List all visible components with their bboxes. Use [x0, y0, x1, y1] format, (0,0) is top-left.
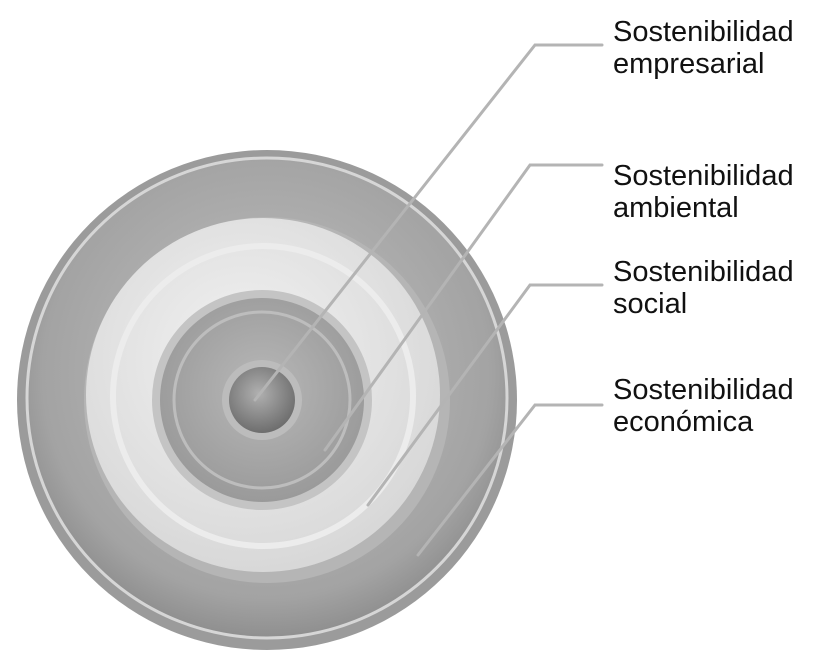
label-line: empresarial — [613, 48, 765, 80]
leader-line-ambiental — [323, 163, 604, 452]
leader-lines — [253, 43, 604, 557]
label-line: Sostenibilidad — [613, 256, 794, 288]
label-sostenibilidad-social: Sostenibilidad social — [613, 256, 794, 320]
label-line: Sostenibilidad — [613, 374, 794, 406]
leader-line-economica — [416, 403, 604, 557]
label-sostenibilidad-empresarial: Sostenibilidad empresarial — [613, 16, 794, 80]
ring-economica-edge — [25, 156, 509, 640]
leader-line-social — [366, 283, 604, 507]
label-sostenibilidad-economica: Sostenibilidad económica — [613, 374, 794, 438]
leader-line-empresarial — [253, 43, 604, 402]
label-line: económica — [613, 406, 754, 438]
ring-ambiental-inner — [172, 310, 352, 490]
label-sostenibilidad-ambiental: Sostenibilidad ambiental — [613, 160, 794, 224]
ring-social-inner-rim — [110, 243, 416, 549]
label-line: ambiental — [613, 192, 739, 224]
label-line: Sostenibilidad — [613, 160, 794, 192]
label-line: social — [613, 288, 688, 320]
core-empresarial — [229, 367, 295, 433]
label-line: Sostenibilidad — [613, 16, 794, 48]
